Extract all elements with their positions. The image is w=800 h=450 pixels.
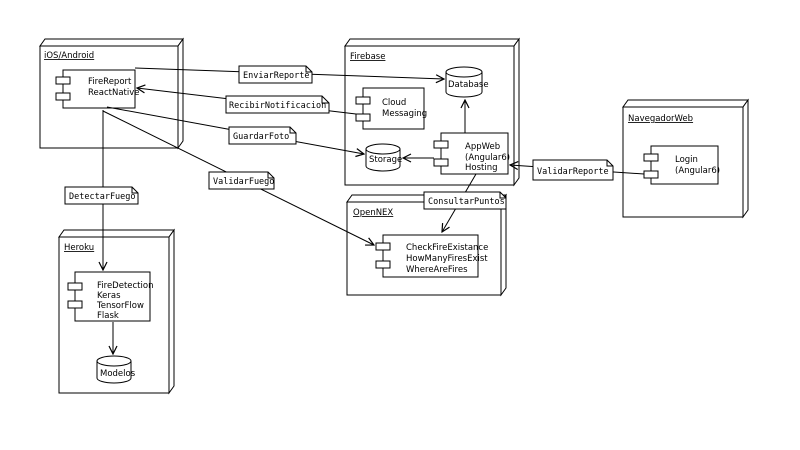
cloud-line-2: Messaging xyxy=(382,109,427,119)
node-ios-android-label: iOS/Android xyxy=(44,51,94,61)
component-firereport[interactable]: FireReport ReactNative xyxy=(55,69,140,109)
firedetection-line-4: Flask xyxy=(97,311,119,321)
component-login[interactable]: Login (Angular6) xyxy=(643,145,720,185)
firedetection-line-1: FireDetection xyxy=(97,281,153,291)
firereport-line-1: FireReport xyxy=(88,77,132,87)
note-guardar-foto-text: GuardarFoto xyxy=(233,132,289,142)
cloud-line-1: Cloud xyxy=(382,98,406,108)
modelos-label: Modelos xyxy=(100,369,136,379)
note-validar-reporte[interactable]: ValidarReporte xyxy=(532,159,614,181)
note-recibir-notificacion-text: RecibirNotificacion xyxy=(229,101,326,111)
component-cloud-messaging[interactable]: Cloud Messaging xyxy=(355,87,427,130)
checkfire-line-3: WhereAreFires xyxy=(406,265,468,275)
note-consultar-puntos[interactable]: ConsultarPuntos xyxy=(423,191,507,210)
note-enviar-reporte[interactable]: EnviarReporte xyxy=(238,65,313,84)
component-checkfire[interactable]: CheckFireExistance HowManyFiresExist Whe… xyxy=(375,234,488,278)
note-detectar-fuego[interactable]: DetectarFuego xyxy=(64,186,139,205)
note-validar-fuego[interactable]: ValidarFuego xyxy=(208,171,275,190)
node-navegadorweb-label: NavegadorWeb xyxy=(628,114,693,124)
note-consultar-puntos-text: ConsultarPuntos xyxy=(428,197,505,207)
component-appweb[interactable]: AppWeb (Angular6) Hosting xyxy=(433,132,510,175)
checkfire-line-2: HowManyFiresExist xyxy=(406,254,488,264)
database-label: Database xyxy=(448,80,489,90)
database-cylinder[interactable]: Database xyxy=(445,66,489,98)
firereport-line-2: ReactNative xyxy=(88,88,140,98)
component-firedetection[interactable]: FireDetection Keras TensorFlow Flask xyxy=(67,271,153,322)
firedetection-line-3: TensorFlow xyxy=(96,301,144,311)
modelos-cylinder[interactable]: Modelos xyxy=(96,355,136,384)
login-line-2: (Angular6) xyxy=(675,166,720,176)
appweb-line-1: AppWeb xyxy=(465,142,500,152)
note-guardar-foto[interactable]: GuardarFoto xyxy=(228,126,297,145)
firedetection-line-2: Keras xyxy=(97,291,121,301)
storage-label: Storage xyxy=(369,155,402,165)
appweb-line-3: Hosting xyxy=(465,163,498,173)
note-recibir-notificacion[interactable]: RecibirNotificacion xyxy=(225,95,330,114)
checkfire-line-1: CheckFireExistance xyxy=(406,243,488,253)
login-line-1: Login xyxy=(675,155,698,165)
storage-cylinder[interactable]: Storage xyxy=(365,143,402,172)
note-validar-reporte-text: ValidarReporte xyxy=(537,167,609,177)
appweb-line-2: (Angular6) xyxy=(465,153,510,163)
node-heroku-label: Heroku xyxy=(64,243,94,253)
node-firebase-label: Firebase xyxy=(350,52,385,62)
note-enviar-reporte-text: EnviarReporte xyxy=(243,71,310,81)
node-opennex-label: OpenNEX xyxy=(353,208,393,218)
note-detectar-fuego-text: DetectarFuego xyxy=(69,192,136,202)
note-validar-fuego-text: ValidarFuego xyxy=(213,177,274,187)
